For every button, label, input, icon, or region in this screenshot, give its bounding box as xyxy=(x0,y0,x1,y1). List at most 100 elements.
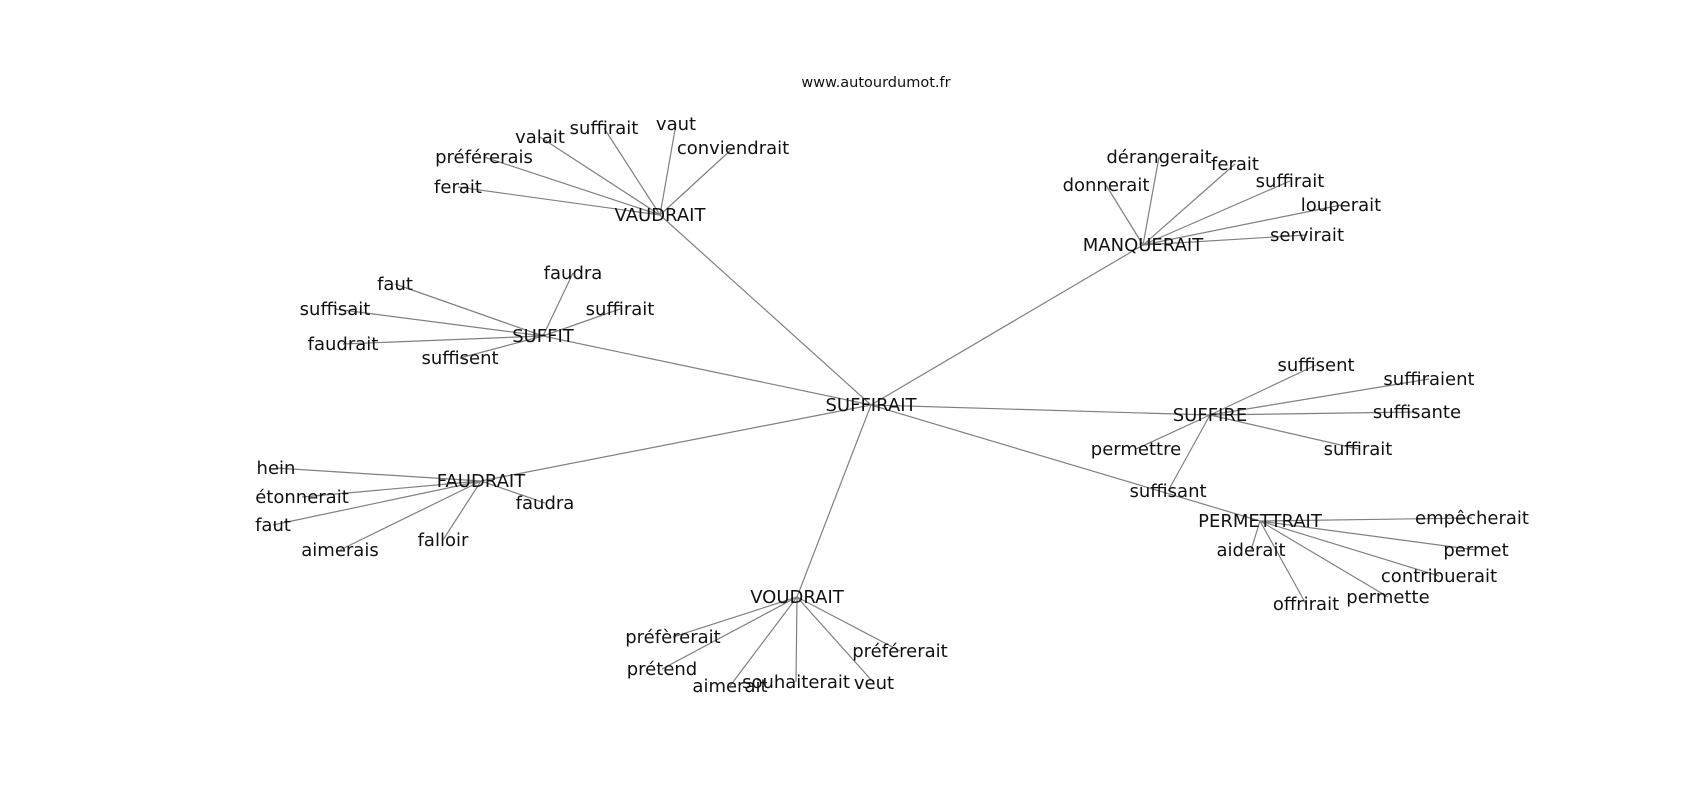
hub-leaf-edge xyxy=(661,596,798,670)
leaf-node-label: faudrait xyxy=(308,334,379,355)
center-hub-edge xyxy=(480,404,872,482)
leaf-node-label: aimerais xyxy=(301,540,378,561)
hub-leaf-edge xyxy=(459,335,544,359)
center-hub-edge xyxy=(870,244,1144,406)
hub-leaf-edge xyxy=(542,272,574,337)
hub-node-label: SUFFIT xyxy=(512,326,575,347)
leaf-node-label: vaut xyxy=(656,114,696,135)
hub-node-label: MANQUERAIT xyxy=(1083,235,1204,256)
leaf-node-label: faut xyxy=(255,515,291,536)
leaf-node-label: servirait xyxy=(1270,225,1344,246)
leaf-node-label: suffisante xyxy=(1373,402,1461,423)
hub-leaf-edge xyxy=(1259,517,1473,522)
hub-leaf-edge xyxy=(480,480,546,504)
leaf-node-label: faudra xyxy=(516,493,575,514)
hub-leaf-edge xyxy=(1259,520,1440,577)
hub-leaf-edge xyxy=(339,480,482,551)
leaf-node-label: permettre xyxy=(1091,439,1181,460)
hub-leaf-edge xyxy=(1142,156,1160,246)
center-hub-edge xyxy=(796,404,872,598)
leaf-node-label: permette xyxy=(1346,587,1429,608)
hub-leaf-edge xyxy=(301,480,482,498)
leaf-node-label: contribuerait xyxy=(1381,566,1497,587)
center-hub-edge xyxy=(542,335,872,406)
leaf-node-label: faut xyxy=(377,274,413,295)
hub-leaf-edge xyxy=(659,123,677,216)
hub-leaf-edge xyxy=(1250,520,1261,551)
hub-node-label: VAUDRAIT xyxy=(615,205,707,226)
hub-leaf-edge xyxy=(1142,204,1342,246)
leaf-node-label: donnerait xyxy=(1063,175,1150,196)
center-hub-edge xyxy=(659,214,872,406)
leaf-node-label: suffisent xyxy=(1277,355,1354,376)
leaf-node-label: prétend xyxy=(627,659,697,680)
hub-leaf-edge xyxy=(1259,520,1389,598)
leaf-node-label: suffirait xyxy=(570,118,639,139)
hub-leaf-edge xyxy=(1142,163,1236,246)
hub-leaf-edge xyxy=(729,596,798,687)
hub-leaf-edge xyxy=(1259,520,1307,605)
center-node-label: SUFFIRAIT xyxy=(825,395,917,416)
leaf-node-label: préférerait xyxy=(852,641,947,662)
hub-leaf-edge xyxy=(334,308,544,337)
hub-leaf-edge xyxy=(1209,378,1430,416)
graph-edges xyxy=(272,123,1477,687)
leaf-node-label: suffiraient xyxy=(1383,369,1474,390)
leaf-node-label: suffirait xyxy=(586,299,655,320)
leaf-node-label: offrirait xyxy=(1273,594,1339,615)
hub-leaf-edge xyxy=(539,136,661,216)
leaf-node-label: suffisent xyxy=(421,348,498,369)
hub-leaf-edge xyxy=(672,596,798,638)
leaf-node-label: valait xyxy=(515,127,565,148)
hub-leaf-edge xyxy=(796,596,875,684)
hub-leaf-edge xyxy=(1209,364,1317,416)
leaf-node-label: préférerais xyxy=(435,147,533,168)
leaf-node-label: conviendrait xyxy=(677,138,789,159)
leaf-node-label: veut xyxy=(854,673,894,694)
hub-leaf-edge xyxy=(1209,411,1418,416)
center-hub-edge xyxy=(870,404,1211,416)
leaf-node-label: suffirait xyxy=(1256,171,1325,192)
hub-leaf-edge xyxy=(603,127,661,216)
leaf-node-label: dérangerait xyxy=(1106,147,1211,168)
leaf-node-label: ferait xyxy=(434,177,482,198)
leaf-node-label: suffisant xyxy=(1129,481,1206,502)
hub-leaf-edge xyxy=(394,283,544,337)
hub-leaf-edge xyxy=(796,596,901,652)
hub-leaf-edge xyxy=(275,467,482,482)
hub-leaf-edge xyxy=(795,596,798,683)
center-hub-edge xyxy=(870,404,1261,522)
leaf-node-label: hein xyxy=(257,458,296,479)
hub-leaf-edge xyxy=(457,186,661,216)
leaf-node-label: louperait xyxy=(1301,195,1381,216)
hub-leaf-edge xyxy=(1135,414,1211,450)
hub-leaf-edge xyxy=(342,335,544,345)
leaf-node-label: suffisait xyxy=(300,299,371,320)
graph-labels: SUFFIRAIT VAUDRAIT ferait préféreraisvalait… xyxy=(255,114,1529,697)
hub-node-label: PERMETTRAIT xyxy=(1198,511,1323,532)
leaf-node-label: faudra xyxy=(544,263,603,284)
hub-leaf-edge xyxy=(1209,414,1359,450)
leaf-node-label: suffirait xyxy=(1324,439,1393,460)
leaf-node-label: étonnerait xyxy=(255,487,349,508)
leaf-node-label: permet xyxy=(1443,540,1508,561)
leaf-node-label: aimerait xyxy=(692,676,767,697)
leaf-node-label: souhaiterait xyxy=(742,672,850,693)
hub-node-label: SUFFIRE xyxy=(1173,405,1248,426)
leaf-node-label: aiderait xyxy=(1216,540,1285,561)
hub-leaf-edge xyxy=(272,480,482,526)
hub-leaf-edge xyxy=(542,308,621,337)
leaf-node-label: empêcherait xyxy=(1415,508,1529,529)
hub-leaf-edge xyxy=(1105,184,1144,246)
site-url: www.autourdumot.fr xyxy=(801,75,950,91)
hub-leaf-edge xyxy=(1142,234,1308,246)
hub-leaf-edge xyxy=(1142,180,1291,246)
leaf-node-label: ferait xyxy=(1211,154,1259,175)
hub-leaf-edge xyxy=(1259,520,1477,551)
leaf-node-label: préfèrerait xyxy=(625,627,720,648)
hub-leaf-edge xyxy=(1167,414,1211,492)
hub-node-label: FAUDRAIT xyxy=(437,471,526,492)
hub-leaf-edge xyxy=(659,147,734,216)
hub-leaf-edge xyxy=(483,156,661,216)
